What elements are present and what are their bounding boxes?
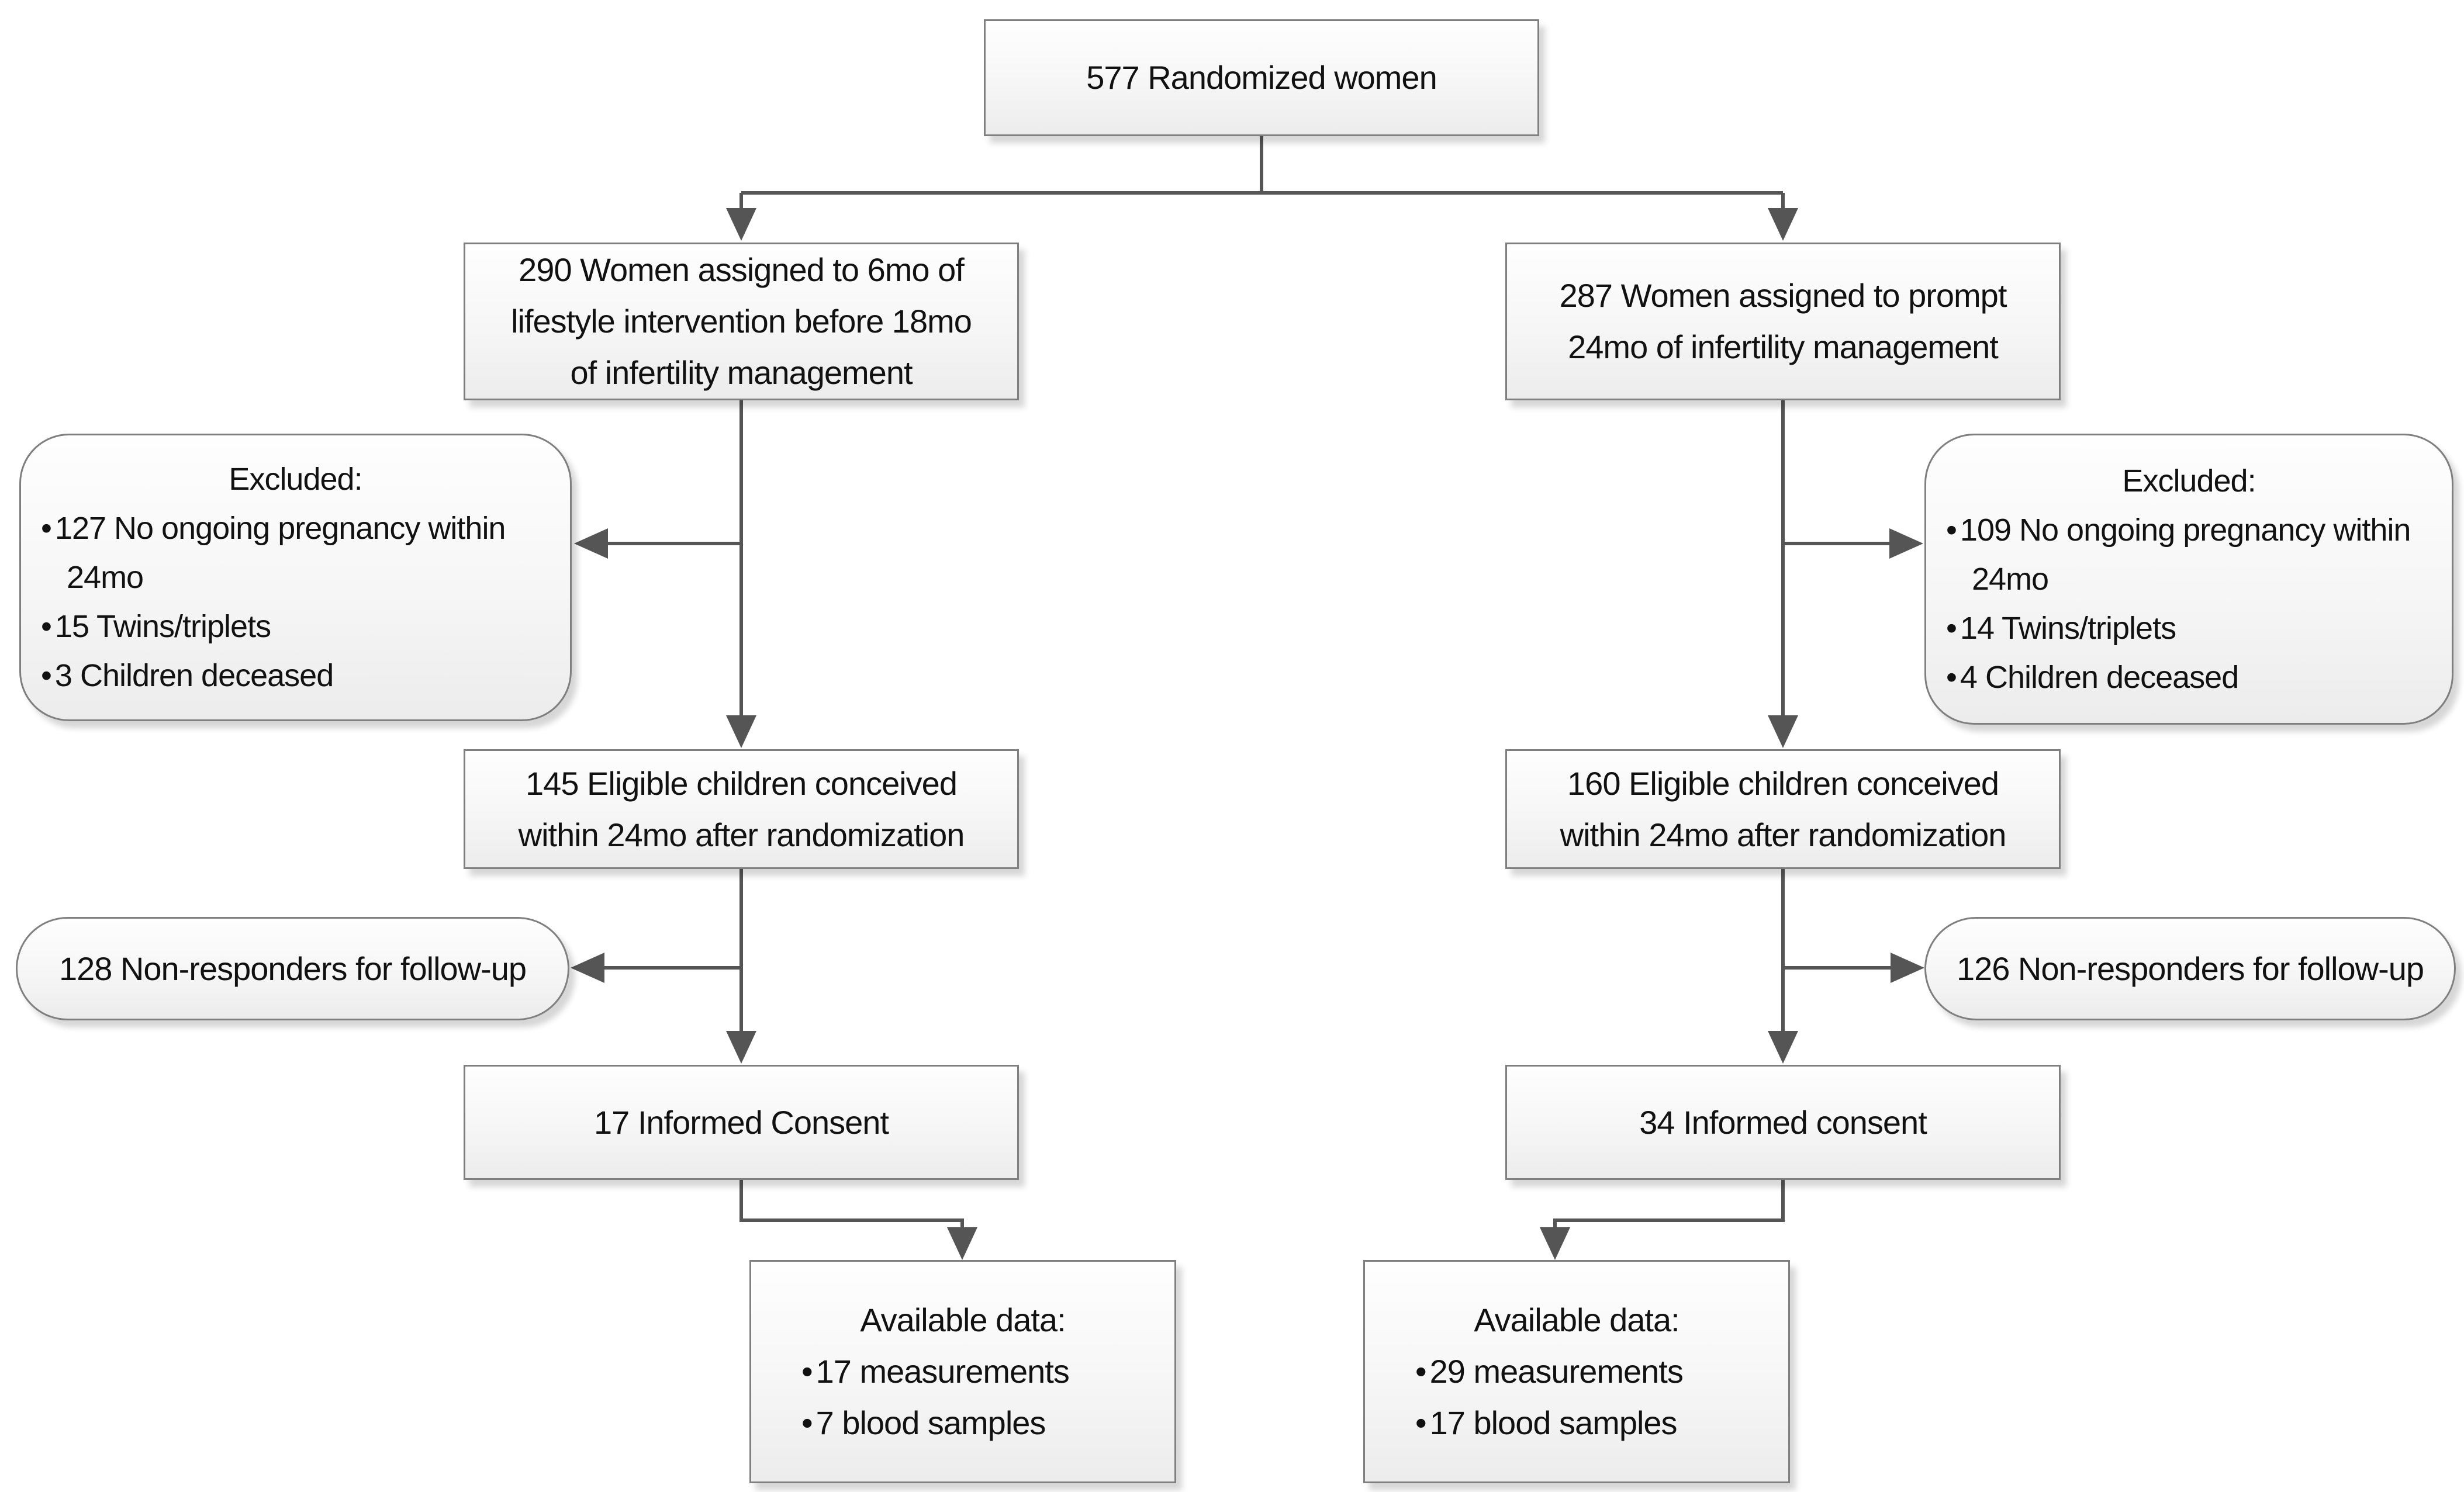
excluded-left-item-2: 15 Twins/triplets — [41, 602, 554, 651]
available-left-item-2: 7 blood samples — [801, 1397, 1163, 1449]
box-eligible-left: 145 Eligible children conceived within 2… — [464, 749, 1019, 869]
arrowhead-into-nonresponders-right — [1891, 953, 1924, 983]
excluded-right-item-3: 4 Children deceased — [1946, 653, 2435, 702]
arrowhead-into-assigned-left — [726, 208, 756, 241]
assigned-left-line-2: lifestyle intervention before 18mo — [511, 303, 972, 340]
arrowhead-into-excluded-left — [574, 528, 608, 559]
arrowhead-into-assigned-right — [1768, 208, 1798, 241]
consent-right-text: 34 Informed consent — [1639, 1103, 1927, 1141]
available-right-title: Available data: — [1474, 1301, 1679, 1338]
box-excluded-left: Excluded: 127 No ongoing pregnancy withi… — [19, 434, 572, 721]
box-available-right: Available data: 29 measurements 17 blood… — [1363, 1260, 1790, 1483]
connector-consent-to-available-left — [739, 1180, 964, 1227]
consent-left-text: 17 Informed Consent — [594, 1103, 889, 1141]
available-right-item-1: 29 measurements — [1415, 1346, 1777, 1397]
excluded-left-item-1: 127 No ongoing pregnancy within 24mo — [41, 504, 554, 602]
assigned-left-line-1: 290 Women assigned to 6mo of — [519, 251, 965, 288]
excluded-left-item-3: 3 Children deceased — [41, 651, 554, 700]
excluded-right-title: Excluded: — [2122, 463, 2256, 499]
eligible-right-line-2: within 24mo after randomization — [1560, 816, 2007, 853]
box-excluded-right: Excluded: 109 No ongoing pregnancy withi… — [1924, 434, 2453, 725]
box-randomized-women: 577 Randomized women — [984, 19, 1539, 136]
arrowhead-into-available-right — [1540, 1227, 1570, 1260]
box-available-left: Available data: 17 measurements 7 blood … — [749, 1260, 1176, 1483]
box-nonresponders-right: 126 Non-responders for follow-up — [1924, 917, 2456, 1020]
arrowhead-into-excluded-right — [1889, 528, 1923, 559]
available-left-title: Available data: — [860, 1301, 1066, 1338]
eligible-right-line-1: 160 Eligible children conceived — [1567, 764, 1999, 802]
arrowhead-into-consent-right — [1768, 1031, 1798, 1064]
box-assigned-right: 287 Women assigned to prompt 24mo of inf… — [1505, 243, 2061, 400]
nonresponders-left-text: 128 Non-responders for follow-up — [58, 950, 527, 987]
box-eligible-right: 160 Eligible children conceived within 2… — [1505, 749, 2061, 869]
assigned-right-line-1: 287 Women assigned to prompt — [1559, 277, 2007, 314]
arrowhead-into-eligible-left — [726, 715, 756, 748]
assigned-right-line-2: 24mo of infertility management — [1568, 328, 1999, 365]
nonresponders-right-text: 126 Non-responders for follow-up — [1956, 950, 2424, 987]
available-right-item-2: 17 blood samples — [1415, 1397, 1777, 1449]
eligible-left-line-1: 145 Eligible children conceived — [526, 764, 958, 802]
box-consent-left: 17 Informed Consent — [464, 1065, 1019, 1180]
arrowhead-into-eligible-right — [1768, 715, 1798, 748]
box-assigned-left: 290 Women assigned to 6mo of lifestyle i… — [464, 243, 1019, 400]
available-left-item-1: 17 measurements — [801, 1346, 1163, 1397]
connector-consent-to-available-right — [1553, 1180, 1785, 1227]
randomized-women-text: 577 Randomized women — [1086, 59, 1437, 96]
excluded-left-title: Excluded: — [229, 462, 362, 497]
eligible-left-line-2: within 24mo after randomization — [518, 816, 965, 853]
assigned-left-line-3: of infertility management — [570, 354, 913, 391]
box-nonresponders-left: 128 Non-responders for follow-up — [16, 917, 569, 1020]
arrowhead-into-nonresponders-left — [571, 953, 604, 983]
excluded-right-item-1: 109 No ongoing pregnancy within 24mo — [1946, 506, 2435, 604]
arrowhead-into-consent-left — [726, 1031, 756, 1064]
excluded-right-item-2: 14 Twins/triplets — [1946, 604, 2435, 653]
box-consent-right: 34 Informed consent — [1505, 1065, 2061, 1180]
arrowhead-into-available-left — [947, 1227, 977, 1260]
